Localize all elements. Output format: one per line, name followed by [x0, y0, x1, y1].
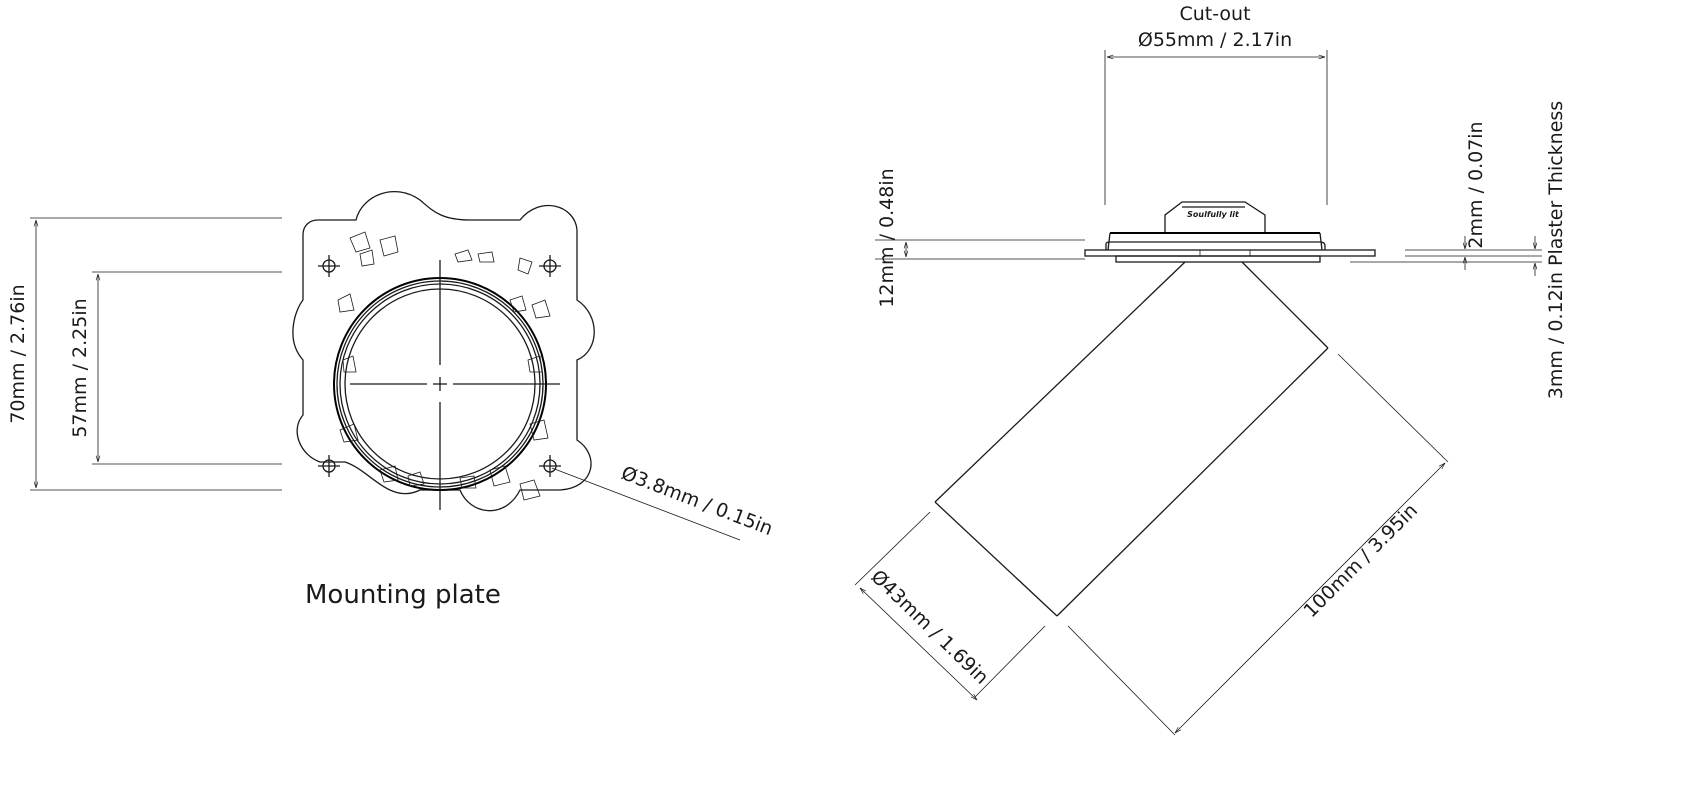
mounting-plate: Ø3.8mm / 0.15in Mounting plate	[292, 191, 776, 610]
dim-inner-label: 57mm / 2.25in	[69, 298, 91, 437]
mounting-hole-icon	[318, 255, 561, 477]
dim-hole-label: Ø3.8mm / 0.15in	[618, 462, 776, 540]
mounting-plate-title: Mounting plate	[305, 580, 501, 610]
lattice-cutouts	[337, 231, 551, 501]
flange-dim-label: 2mm / 0.07in	[1465, 121, 1487, 248]
logo-text: Soulfully lit	[1187, 210, 1240, 219]
length-dim-label: 100mm / 3.95in	[1299, 499, 1422, 622]
cutout-dim-label: Ø55mm / 2.17in	[1138, 29, 1292, 51]
dim-outer-label: 70mm / 2.76in	[7, 284, 29, 423]
fixture-drawing: Cut-out Ø55mm / 2.17in Soulfully lit Ø43…	[854, 3, 1567, 736]
cutout-label: Cut-out	[1179, 3, 1250, 25]
mounting-plate-dimensions: 70mm / 2.76in 57mm / 2.25in	[7, 217, 282, 491]
plaster-dim-label: 3mm / 0.12in Plaster Thickness	[1545, 101, 1567, 399]
diameter-dim-label: Ø43mm / 1.69in	[867, 566, 993, 689]
height-dim-label: 12mm / 0.48in	[876, 168, 898, 307]
